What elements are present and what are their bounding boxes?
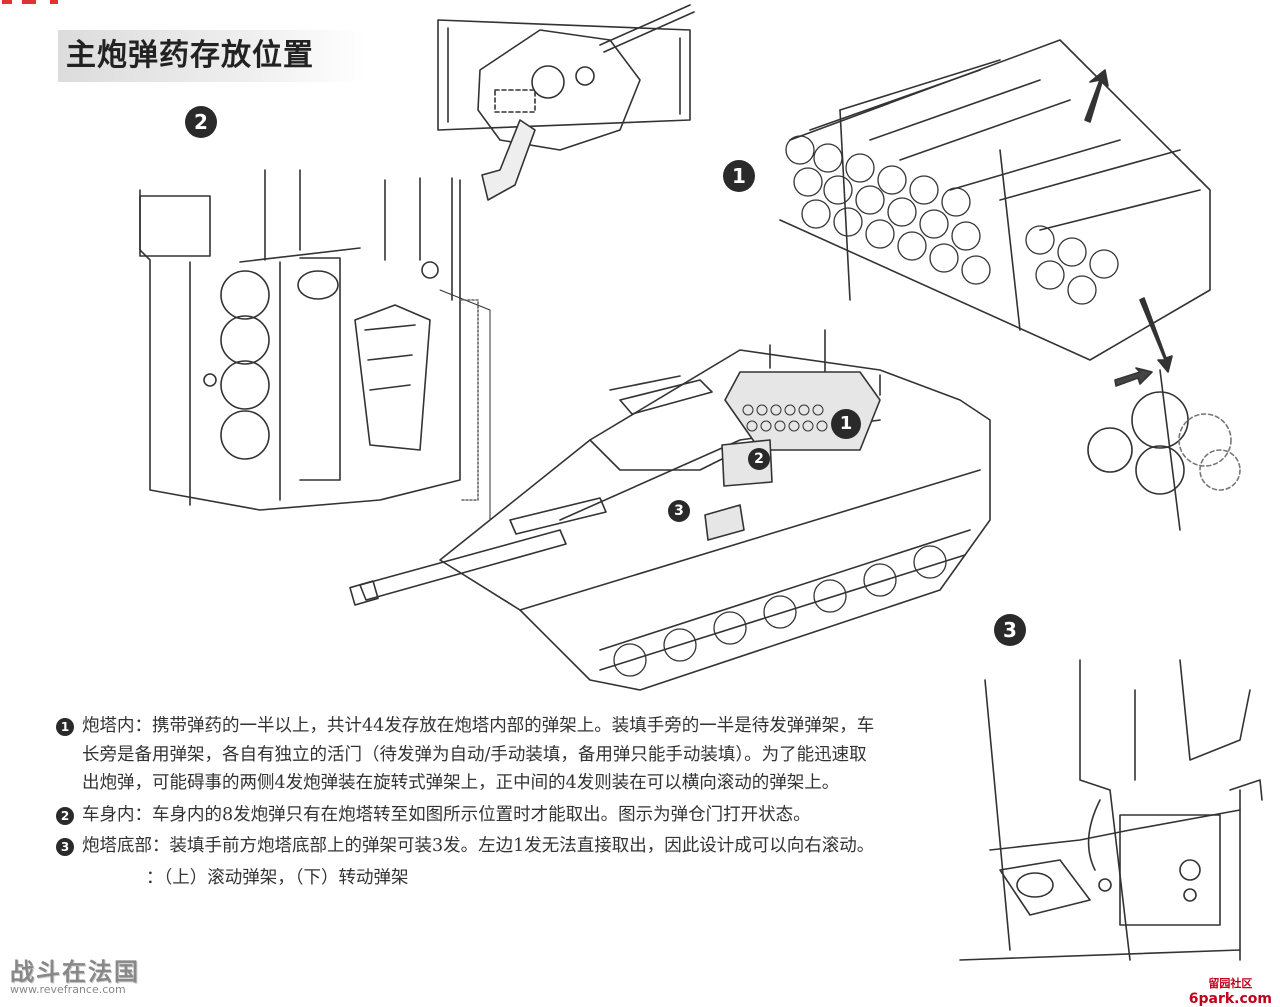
turret-ammo-rack xyxy=(779,39,1211,373)
caption-number: 2 xyxy=(56,806,74,825)
tank-marker-3: 3 xyxy=(668,500,690,522)
caption-number: 1 xyxy=(56,718,74,736)
hull-ammo-storage xyxy=(139,169,491,521)
caption-text: 炮塔底部：装填手前方炮塔底部上的弹架可装3发。左边1发无法直接取出，因此设计成可… xyxy=(82,836,875,856)
caption-footnote: ：（上）滚动弹架，（下）转动弹架 xyxy=(56,864,876,893)
section-3-badge: 3 xyxy=(994,614,1026,646)
caption-item-3: 3 炮塔底部：装填手前方炮塔底部上的弹架可装3发。左边1发无法直接取出，因此设计… xyxy=(56,832,876,861)
caption-text: 车身内：车身内的8发炮弹只有在炮塔转至如图所示位置时才能取出。图示为弹仓门打开状… xyxy=(82,804,811,825)
turret-floor-rack xyxy=(959,659,1263,961)
tank-marker-2: 2 xyxy=(748,448,770,470)
watermark-right-url: 6park.com xyxy=(1188,991,1272,1007)
caption-text: 炮塔内：携带弹药的一半以上，共计44发存放在炮塔内部的弹架上。装填手旁的一半是待… xyxy=(82,716,875,793)
watermark-left-url: www.revefrance.com xyxy=(10,983,126,996)
watermark-left-title: 战斗在法国 xyxy=(10,958,140,986)
caption-item-1: 1 炮塔内：携带弹药的一半以上，共计44发存放在炮塔内部的弹架上。装填手旁的一半… xyxy=(56,712,876,798)
watermark-right: 留园社区 6park.com xyxy=(1189,975,1272,1007)
caption-number: 3 xyxy=(56,838,74,856)
rotary-rack-detail xyxy=(1087,367,1241,531)
footnote-text: ：（上）滚动弹架，（下）转动弹架 xyxy=(146,867,409,888)
page-title: 主炮弹药存放位置 xyxy=(58,30,366,82)
tank-marker-1: 1 xyxy=(831,409,861,439)
caption-item-2: 2 车身内：车身内的8发炮弹只有在炮塔转至如图所示位置时才能取出。图示为弹仓门打… xyxy=(56,801,876,830)
caption-list: 1 炮塔内：携带弹药的一半以上，共计44发存放在炮塔内部的弹架上。装填手旁的一半… xyxy=(56,712,876,895)
m1-tank xyxy=(349,329,991,691)
watermark-left: 战斗在法国 www.revefrance.com xyxy=(10,952,140,996)
section-2-badge: 2 xyxy=(185,106,217,138)
watermark-right-title: 留园社区 xyxy=(1208,977,1253,990)
section-1-badge: 1 xyxy=(723,160,755,192)
turret-top-view xyxy=(437,4,695,201)
corner-mark xyxy=(0,0,70,6)
